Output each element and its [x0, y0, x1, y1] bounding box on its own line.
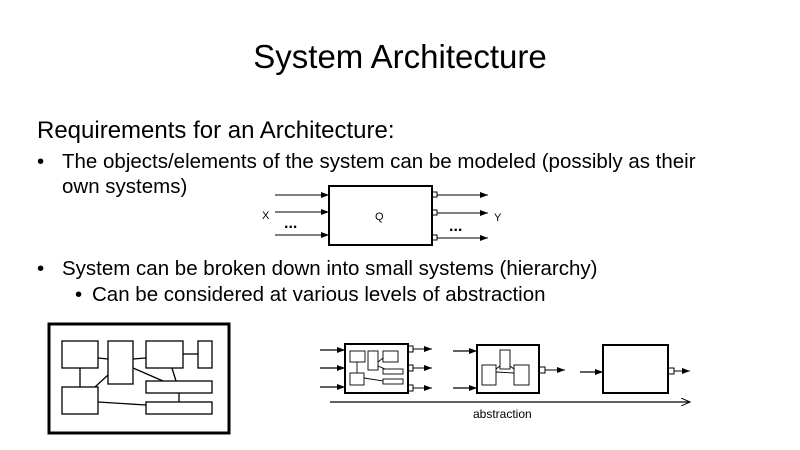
subsystem-box [145, 401, 213, 415]
input-label: X [262, 210, 270, 222]
box-label: Q [375, 211, 384, 223]
subsystem-box [61, 340, 99, 369]
bullet-marker: • [37, 257, 45, 280]
subsystem-box [61, 386, 99, 415]
section-heading: Requirements for an Architecture: [37, 117, 395, 144]
abstraction-diagram [320, 343, 690, 402]
system-block-diagram [275, 185, 488, 246]
intermediate-subsystems [481, 349, 530, 386]
subsystem-box [145, 380, 213, 394]
abstract-system-box [602, 344, 669, 394]
bullet-text-cont: own systems) [62, 175, 188, 198]
subsystem-box [197, 340, 213, 369]
bullet-text: The objects/elements of the system can b… [62, 150, 696, 173]
bullet-marker: • [37, 150, 45, 173]
abstraction-label: abstraction [473, 407, 532, 421]
sub-bullet-text: Can be considered at various levels of a… [92, 283, 546, 306]
slide-title: System Architecture [253, 38, 547, 75]
output-ellipsis: ... [449, 218, 462, 235]
input-ellipsis: ... [284, 215, 297, 232]
detailed-subsystems [349, 350, 404, 386]
hierarchy-diagram [47, 322, 231, 435]
bullet-text: System can be broken down into small sys… [62, 257, 598, 280]
subsystem-box [107, 340, 134, 385]
subsystem-box [145, 340, 184, 369]
sub-bullet-marker: • [75, 283, 83, 306]
output-label: Y [494, 212, 502, 224]
outer-system-box [47, 322, 231, 435]
